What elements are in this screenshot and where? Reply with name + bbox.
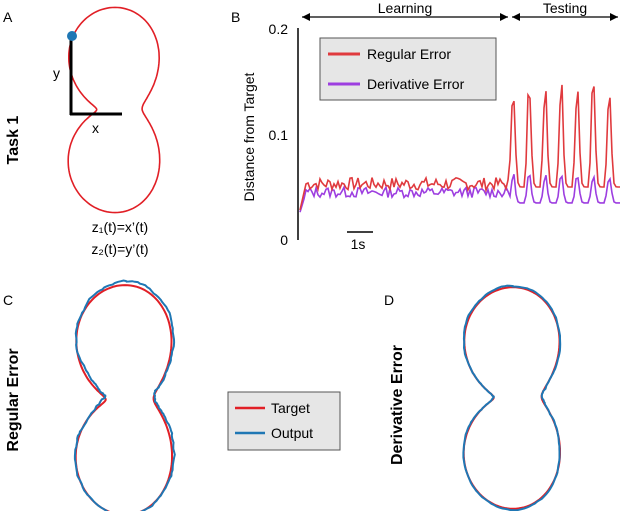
derivative-error-row-label: Derivative Error	[389, 345, 406, 465]
legend-regular-label: Regular Error	[367, 46, 451, 62]
panel-b-chart: 0.2 0.1 0 Distance from Target Learning …	[241, 0, 620, 252]
panel-d	[462, 284, 562, 511]
panel-c: Target Output	[73, 279, 341, 511]
b-ytick-0: 0	[280, 232, 288, 248]
b-legend-box	[319, 37, 497, 101]
panel-label-b: B	[231, 9, 240, 25]
panel-a: y x z₁(t)=x’(t) z₂(t)=y’(t)	[53, 6, 161, 257]
learning-label: Learning	[378, 0, 433, 16]
equation-z1: z₁(t)=x’(t)	[92, 219, 148, 235]
equation-z2: z₂(t)=y’(t)	[91, 241, 148, 257]
start-point-marker	[67, 31, 77, 41]
c-target-curve	[74, 284, 173, 511]
regular-error-row-label: Regular Error	[5, 348, 22, 451]
b-y-axis-label: Distance from Target	[241, 72, 257, 201]
panel-a-x-label: x	[92, 120, 99, 136]
panel-label-c: C	[3, 292, 13, 308]
legend-target-label: Target	[271, 400, 310, 416]
task-label: Task 1	[5, 116, 22, 165]
panel-label-a: A	[3, 9, 13, 25]
panel-label-d: D	[384, 292, 394, 308]
b-ytick-0.1: 0.1	[269, 127, 289, 143]
time-scale-label: 1s	[351, 236, 366, 252]
legend-output-label: Output	[271, 425, 313, 441]
legend-derivative-label: Derivative Error	[367, 76, 465, 92]
c-output-curve	[73, 279, 176, 511]
panel-a-y-label: y	[53, 65, 60, 81]
butterfly-target-curve	[67, 6, 161, 214]
series-derivative-error	[299, 174, 620, 213]
c-legend-box	[227, 391, 341, 451]
series-regular-error	[299, 84, 620, 211]
d-output-curve	[462, 284, 562, 511]
d-target-curve	[462, 286, 561, 510]
b-ytick-0.2: 0.2	[269, 21, 289, 37]
testing-label: Testing	[543, 0, 587, 16]
